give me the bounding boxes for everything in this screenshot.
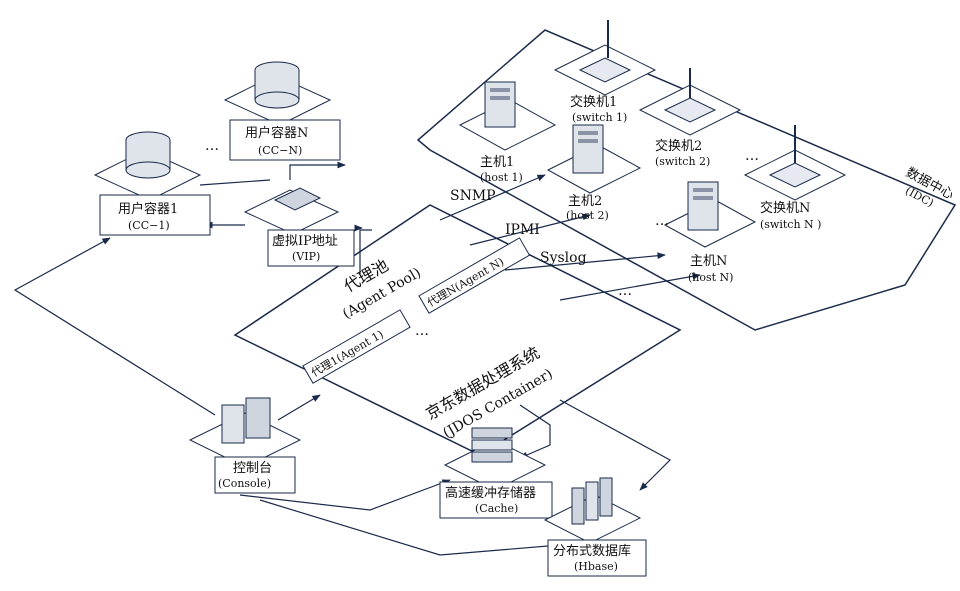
host-1-label-en: (host 1) (480, 171, 523, 184)
idc-region (416, 29, 957, 331)
user-container-ellipsis: … (205, 138, 219, 154)
host-n-label-en: (host N) (688, 271, 733, 284)
protocol-snmp-label: SNMP (450, 188, 496, 204)
switch-1-label-en: (switch 1) (572, 111, 627, 124)
host-2-label-en: (host 2) (566, 209, 609, 222)
switch-1-label-cn: 交换机1 (570, 94, 617, 110)
host-1-node: 主机1 (host 1) (458, 81, 557, 184)
host-1-label-cn: 主机1 (480, 155, 514, 170)
agent-ellipsis: … (415, 323, 429, 339)
switch-2-label-cn: 交换机2 (655, 138, 702, 154)
console-node: 控制台 (Console) (188, 397, 302, 494)
user-container-n-label-en: (CC−N) (258, 144, 302, 157)
vip-label-en: (VIP) (292, 250, 320, 263)
host-2-label-cn: 主机2 (568, 194, 602, 209)
user-container-1-label-cn: 用户容器1 (118, 201, 178, 217)
agent-pool-region (233, 204, 682, 456)
cache-label-en: (Cache) (475, 502, 518, 515)
switch-2-label-en: (switch 2) (655, 155, 710, 168)
hbase-label-cn: 分布式数据库 (553, 543, 631, 559)
hbase-label-en: (Hbase) (574, 560, 618, 573)
cache-node: 高速缓冲存储器 (Cache) (439, 427, 553, 519)
vip-node: 虚拟IP地址 (VIP) (243, 187, 355, 267)
protocol-ellipsis: … (618, 283, 632, 299)
host-n-node: 主机N (host N) (663, 181, 757, 284)
console-label-cn: 控制台 (233, 461, 272, 476)
idc-ellipsis-2: … (655, 213, 669, 229)
switch-n-label-cn: 交换机N (760, 200, 810, 216)
user-container-n-label-cn: 用户容器N (245, 125, 308, 141)
protocol-ipmi-label: IPMI (505, 222, 540, 238)
protocol-syslog-label: Syslog (540, 250, 587, 266)
vip-label-cn: 虚拟IP地址 (272, 234, 338, 249)
cache-label-cn: 高速缓冲存储器 (445, 485, 536, 501)
console-label-en: (Console) (218, 477, 271, 490)
switch-2-node: 交换机2 (switch 2) (638, 68, 742, 168)
switch-1-node: 交换机1 (switch 1) (553, 20, 657, 124)
host-n-label-cn: 主机N (690, 254, 727, 269)
hbase-node: 分布式数据库 (Hbase) (543, 477, 647, 577)
host-2-node: 主机2 (host 2) (546, 124, 642, 222)
user-container-1-label-en: (CC−1) (128, 219, 170, 232)
user-container-1-node: 用户容器1 (CC−1) (93, 131, 211, 236)
user-container-n-node: 用户容器N (CC−N) (223, 61, 341, 161)
switch-n-label-en: (switch N ) (760, 218, 821, 231)
switch-n-node: 交换机N (switch N ) (743, 125, 847, 231)
connection-lines (13, 161, 701, 556)
idc-ellipsis-1: … (745, 148, 759, 164)
